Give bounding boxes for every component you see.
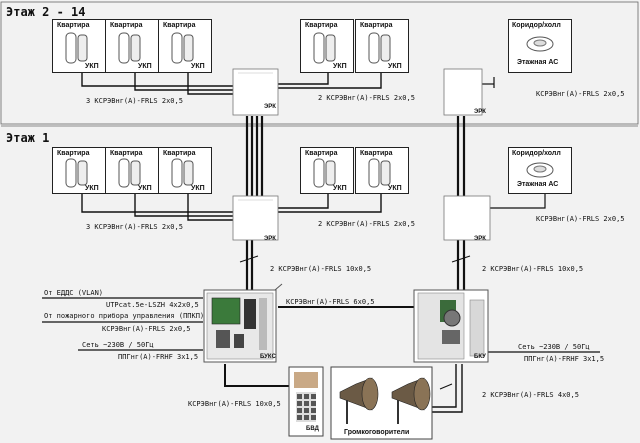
erk-boxes	[232, 68, 491, 241]
buks-inputs	[42, 297, 203, 351]
ukp-label: УКП	[138, 185, 152, 192]
bku-cabinet-graphic	[413, 289, 489, 363]
mains-left-label: Сеть ~230В / 50Гц	[82, 341, 154, 349]
cable-ground-right: КСРЭВнг(А)-FRLS 2х0,5	[536, 215, 625, 223]
apartment-box: Квартира УКП	[300, 19, 354, 73]
apartment-box: Квартира УКП	[158, 19, 212, 73]
fire-input-label: От пожарного прибора управления (ППКП)	[44, 312, 205, 320]
buks-cabinet-graphic	[203, 283, 283, 363]
ukp-label: УКП	[85, 63, 99, 70]
erk-label: ЭРК	[264, 236, 276, 242]
corridor-label: Коридор/холл	[512, 22, 561, 29]
ground-right-riser	[456, 240, 466, 290]
ukp-label: УКП	[388, 63, 402, 70]
fire-cable-label: КСРЭВнг(А)-FRLS 2х0,5	[102, 325, 191, 333]
apartment-label: Квартира	[163, 150, 196, 157]
intercom-handset-icon	[171, 158, 194, 188]
apartment-box: Квартира УКП	[355, 19, 409, 73]
cable-ground-mid: 2 КСРЭВнг(А)-FRLS 2х0,5	[318, 220, 415, 228]
erk-label: ЭРК	[474, 236, 486, 242]
cable-upper-left: 3 КСРЭВнг(А)-FRLS 2х0,5	[86, 97, 183, 105]
upper-left-riser	[245, 116, 264, 196]
intercom-handset-icon	[118, 32, 141, 64]
apartment-label: Квартира	[110, 150, 143, 157]
upper-floor-frame	[0, 1, 639, 125]
cable-riser-right: 2 КСРЭВнг(А)-FRLS 10х0,5	[482, 265, 584, 273]
floor-as-label: Этажная АС	[517, 181, 559, 188]
mains-right-cable-label: ППГнг(А)-FRHF 3х1,5	[524, 355, 605, 363]
cable-upper-mid: 2 КСРЭВнг(А)-FRLS 2х0,5	[318, 94, 415, 102]
bvd-label: БВД	[306, 426, 319, 432]
corridor-box: Коридор/холл Этажная АС	[508, 147, 572, 194]
intercom-handset-icon	[368, 158, 391, 188]
intercom-handset-icon	[313, 32, 336, 64]
upper-right-riser	[456, 116, 466, 196]
ukp-label: УКП	[388, 185, 402, 192]
ground-left-riser	[245, 240, 254, 290]
smoke-speaker-icon	[526, 162, 554, 178]
apartment-box: Квартира УКП	[300, 147, 354, 194]
edds-cable-label: UTPcat.5e-LSZH 4х2х0,5	[106, 301, 199, 309]
floor-as-label: Этажная АС	[517, 59, 559, 66]
apartment-label: Квартира	[305, 150, 338, 157]
apartment-box: Квартира УКП	[355, 147, 409, 194]
upper-left-wires	[81, 71, 233, 95]
bvd-panel-graphic	[288, 366, 324, 437]
erk-label: ЭРК	[264, 104, 276, 110]
apartment-box: Квартира УКП	[105, 19, 159, 73]
cable-riser-left: 2 КСРЭВнг(А)-FRLS 10х0,5	[270, 265, 372, 273]
smoke-speaker-icon	[526, 36, 554, 52]
intercom-handset-icon	[368, 32, 391, 64]
cable-markers	[239, 255, 471, 390]
apartment-label: Квартира	[57, 22, 90, 29]
apartment-label: Квартира	[110, 22, 143, 29]
apartment-box: Квартира УКП	[52, 147, 106, 194]
intercom-handset-icon	[65, 158, 88, 188]
speakers-graphic	[330, 366, 433, 440]
buks-bvd-wire	[224, 364, 289, 387]
ukp-label: УКП	[191, 63, 205, 70]
apartment-box: Квартира УКП	[52, 19, 106, 73]
intercom-handset-icon	[118, 158, 141, 188]
apartment-label: Квартира	[163, 22, 196, 29]
ground-mid-wires	[278, 192, 382, 213]
cable-upper-right: КСРЭВнг(А)-FRLS 2х0,5	[536, 90, 625, 98]
ukp-label: УКП	[333, 185, 347, 192]
ukp-label: УКП	[138, 63, 152, 70]
bvd-cable-label: КСРЭВнг(А)-FRLS 10х0,5	[188, 400, 281, 408]
apartment-label: Квартира	[360, 150, 393, 157]
speaker-cable-label: 2 КСРЭВнг(А)-FRLS 4х0,5	[482, 391, 579, 399]
corridor-label: Коридор/холл	[512, 150, 561, 157]
ukp-label: УКП	[85, 185, 99, 192]
ground-left-wires	[81, 192, 233, 221]
floor-title-upper: Этаж 2 - 14	[6, 5, 86, 19]
intercom-handset-icon	[65, 32, 88, 64]
intercom-handset-icon	[313, 158, 336, 188]
ukp-label: УКП	[333, 63, 347, 70]
buks-label: БУКС	[260, 354, 276, 360]
edds-input-label: От ЕДДС (VLAN)	[44, 289, 104, 297]
mains-left-cable-label: ППГнг(А)-FRHF 3х1,5	[118, 353, 199, 361]
floor-title-ground: Этаж 1	[6, 131, 50, 145]
apartment-label: Квартира	[305, 22, 338, 29]
bku-label: БКУ	[474, 354, 486, 360]
apartment-box: Квартира УКП	[158, 147, 212, 194]
apartment-label: Квартира	[360, 22, 393, 29]
cable-ground-left: 3 КСРЭВнг(А)-FRLS 2х0,5	[86, 223, 183, 231]
corridor-box: Коридор/холл Этажная АС	[508, 19, 572, 73]
intercom-handset-icon	[171, 32, 194, 64]
link-cable-label: КСРЭВнг(А)-FRLS 6х0,5	[286, 298, 375, 306]
upper-mid-wires	[278, 71, 382, 89]
speakers-label: Громкоговорители	[344, 429, 410, 436]
apartment-label: Квартира	[57, 150, 90, 157]
ukp-label: УКП	[191, 185, 205, 192]
apartment-box: Квартира УКП	[105, 147, 159, 194]
mains-right-label: Сеть ~230В / 50Гц	[518, 343, 590, 351]
ground-as-wire	[490, 192, 546, 209]
erk-label: ЭРК	[474, 109, 486, 115]
